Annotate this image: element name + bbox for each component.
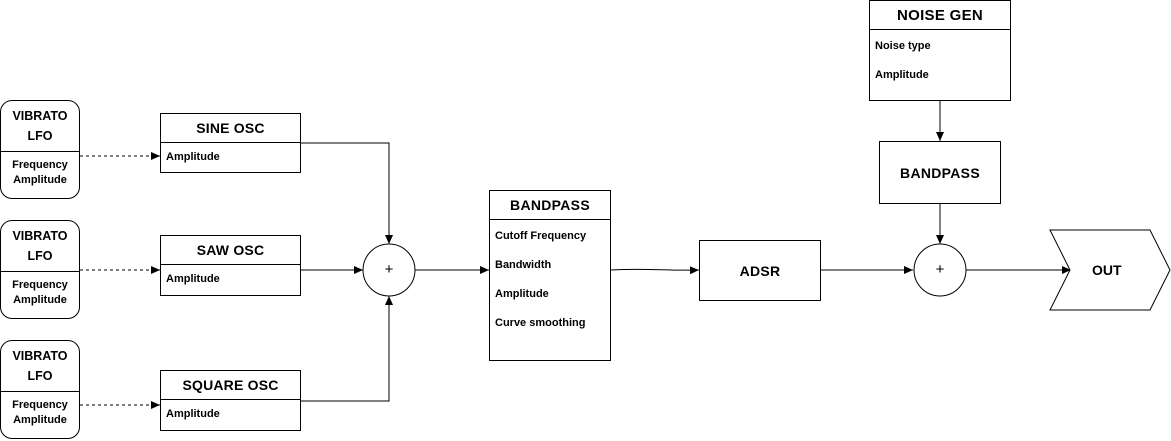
noise-gen-block: NOISE GEN Noise type Amplitude	[869, 0, 1011, 101]
noise-field-amplitude: Amplitude	[875, 69, 929, 81]
lfo-field-amplitude: Amplitude	[13, 414, 67, 426]
osc-field-amplitude: Amplitude	[166, 273, 220, 285]
lfo-title: VIBRATO LFO	[1, 101, 79, 152]
adsr-title: ADSR	[739, 262, 781, 279]
noise-gen-fields: Noise type Amplitude	[870, 30, 1010, 90]
noise-gen-title: NOISE GEN	[870, 1, 1010, 30]
lfo-fields: Frequency Amplitude	[1, 152, 79, 198]
lfo-field-amplitude: Amplitude	[13, 294, 67, 306]
summer-osc-circle	[362, 243, 416, 297]
lfo-title: VIBRATO LFO	[1, 341, 79, 392]
adsr-block: ADSR	[699, 240, 821, 301]
square-osc-block: SQUARE OSC Amplitude	[160, 370, 301, 431]
lfo-field-frequency: Frequency	[12, 159, 68, 171]
lfo-title-line2: LFO	[27, 129, 53, 143]
bandpass-main-block: BANDPASS Cutoff Frequency Bandwidth Ampl…	[489, 190, 611, 361]
vibrato-lfo-1: VIBRATO LFO Frequency Amplitude	[0, 100, 80, 199]
sine-to-sum-connector	[300, 142, 393, 244]
lfo-title-line1: VIBRATO	[12, 109, 68, 123]
bandpass-field-bandwidth: Bandwidth	[495, 259, 552, 271]
lfo-title-line2: LFO	[27, 249, 53, 263]
bandpass-fields: Cutoff Frequency Bandwidth Amplitude Cur…	[490, 220, 610, 338]
osc-field-amplitude: Amplitude	[166, 408, 220, 420]
lfo-title-line1: VIBRATO	[12, 229, 68, 243]
square-to-sum-connector	[300, 296, 393, 402]
osc-title: SINE OSC	[161, 114, 300, 143]
osc-field-amplitude: Amplitude	[166, 151, 220, 163]
sine-osc-block: SINE OSC Amplitude	[160, 113, 301, 173]
lfo-field-amplitude: Amplitude	[13, 174, 67, 186]
summer-out-symbol: +	[935, 261, 945, 278]
lfo-title-line2: LFO	[27, 369, 53, 383]
bandpass-field-cutoff: Cutoff Frequency	[495, 230, 587, 242]
bandpass-to-adsr-connector	[610, 266, 700, 275]
vibrato-lfo-2: VIBRATO LFO Frequency Amplitude	[0, 220, 80, 319]
lfo-title: VIBRATO LFO	[1, 221, 79, 272]
osc-title: SQUARE OSC	[161, 371, 300, 400]
vibrato-lfo-3: VIBRATO LFO Frequency Amplitude	[0, 340, 80, 439]
lfo-field-frequency: Frequency	[12, 279, 68, 291]
saw-osc-block: SAW OSC Amplitude	[160, 235, 301, 296]
summer-osc-symbol: +	[384, 261, 394, 278]
bandpass-title: BANDPASS	[490, 191, 610, 220]
output-shape	[1049, 229, 1171, 311]
bandpass-field-amplitude: Amplitude	[495, 288, 549, 300]
output-label: OUT	[1092, 262, 1122, 278]
bandpass-field-curve: Curve smoothing	[495, 317, 586, 329]
bandpass-noise-title: BANDPASS	[900, 164, 980, 181]
lfo-fields: Frequency Amplitude	[1, 392, 79, 438]
summer-out-circle	[913, 243, 967, 297]
lfo-field-frequency: Frequency	[12, 399, 68, 411]
lfo-fields: Frequency Amplitude	[1, 272, 79, 318]
osc-title: SAW OSC	[161, 236, 300, 265]
noise-field-type: Noise type	[875, 40, 931, 52]
bandpass-noise-block: BANDPASS	[879, 141, 1001, 204]
lfo-title-line1: VIBRATO	[12, 349, 68, 363]
